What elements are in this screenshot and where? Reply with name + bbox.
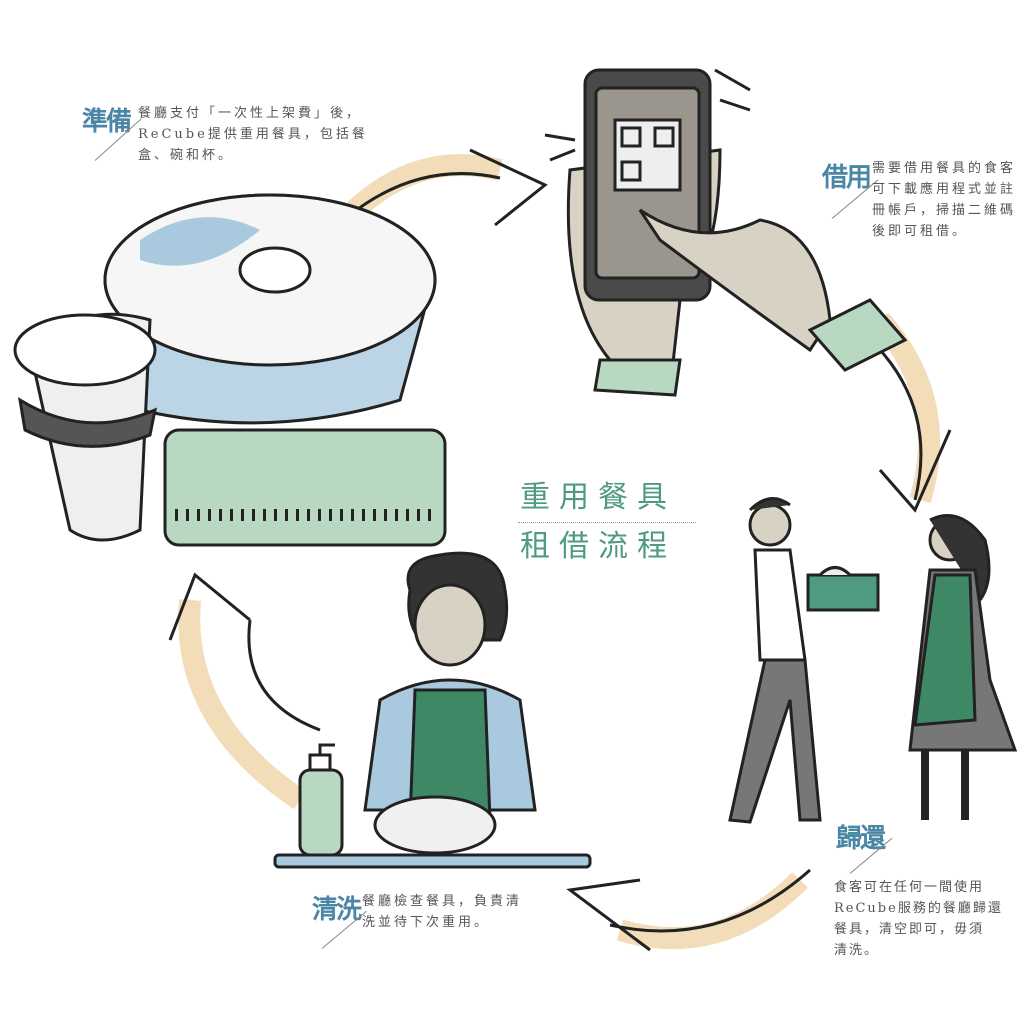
desc-line: 餐廳支付「一次性上架費」後， bbox=[138, 106, 363, 121]
desc-line: 洗並待下次重用。 bbox=[362, 915, 491, 930]
center-divider bbox=[518, 522, 696, 523]
step-prepare-title: 準備 bbox=[82, 107, 132, 137]
step-wash-description: 餐廳檢查餐具，負責清 洗並待下次重用。 bbox=[362, 891, 522, 933]
return-people-illustration bbox=[728, 497, 1018, 824]
center-title: 重用餐具 租借流程 bbox=[518, 478, 696, 567]
desc-line: ReCube服務的餐廳歸還 bbox=[834, 901, 1003, 916]
tableware-illustration bbox=[13, 193, 447, 547]
cycle-arrow-wash-to-prepare bbox=[168, 572, 321, 810]
desc-line: 可下載應用程式並註 bbox=[872, 182, 1017, 197]
desc-line: 清洗。 bbox=[834, 943, 880, 958]
center-title-line2: 租借流程 bbox=[520, 529, 676, 564]
desc-line: 餐具，清空即可，毋須 bbox=[834, 922, 985, 937]
desc-line: 後即可租借。 bbox=[872, 224, 969, 239]
washing-person-illustration bbox=[273, 551, 592, 869]
step-wash-title: 清洗 bbox=[312, 895, 362, 925]
cycle-arrow-prepare-to-borrow bbox=[347, 148, 548, 227]
step-borrow-title: 借用 bbox=[822, 163, 872, 193]
cycle-arrow-return-to-wash bbox=[566, 868, 811, 952]
desc-line: 食客可在任何一間使用 bbox=[834, 880, 985, 895]
desc-line: ReCube提供重用餐具，包括餐 bbox=[138, 127, 368, 142]
center-title-line1: 重用餐具 bbox=[520, 480, 676, 515]
desc-line: 需要借用餐具的食客 bbox=[872, 161, 1017, 176]
step-borrow-description: 需要借用餐具的食客 可下載應用程式並註 冊帳戶，掃描二維碼 後即可租借。 bbox=[872, 158, 1016, 242]
step-return-description: 食客可在任何一間使用 ReCube服務的餐廳歸還 餐具，清空即可，毋須 清洗。 bbox=[834, 877, 1003, 961]
desc-line: 餐廳檢查餐具，負責清 bbox=[362, 894, 523, 909]
desc-line: 冊帳戶，掃描二維碼 bbox=[872, 203, 1017, 218]
desc-line: 盒、碗和杯。 bbox=[138, 148, 235, 163]
phone-scan-illustration bbox=[544, 68, 908, 397]
step-prepare-description: 餐廳支付「一次性上架費」後， ReCube提供重用餐具，包括餐 盒、碗和杯。 bbox=[138, 103, 368, 166]
